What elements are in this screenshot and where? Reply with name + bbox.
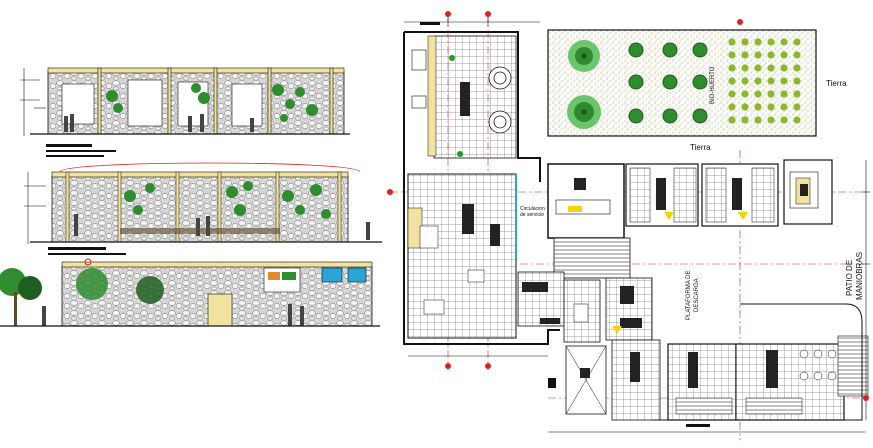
elevation-1-title-bars bbox=[46, 144, 116, 157]
seedling-plant bbox=[767, 116, 775, 124]
circulation-label-line1: Circulacion bbox=[520, 206, 545, 212]
seedling-plant bbox=[741, 77, 749, 85]
garden-shrubs bbox=[628, 42, 708, 124]
seedling-plant bbox=[728, 90, 736, 98]
tierra-label-right: Tierra bbox=[826, 79, 847, 88]
seedling-plant bbox=[741, 38, 749, 46]
central-room bbox=[547, 163, 625, 239]
tierra-label-bottom: Tierra bbox=[690, 143, 711, 152]
seedling-plant bbox=[793, 77, 801, 85]
seedling-plant bbox=[741, 90, 749, 98]
seedling-plant bbox=[793, 90, 801, 98]
garden-large-plants bbox=[567, 40, 601, 129]
seedling-plant bbox=[767, 64, 775, 72]
seedling-plant bbox=[767, 51, 775, 59]
seedling-plant bbox=[767, 90, 775, 98]
bio-huerto-garden: BIO-HUERTO Tierra Tierra bbox=[547, 29, 847, 152]
seedling-plant bbox=[728, 51, 736, 59]
seedling-plant bbox=[780, 103, 788, 111]
elevation-1 bbox=[20, 67, 350, 157]
elevation-2-vines bbox=[124, 181, 331, 219]
seedling-plant bbox=[780, 77, 788, 85]
seedling-plant bbox=[780, 116, 788, 124]
elevation-2 bbox=[24, 162, 382, 255]
kitchen-tiled-area bbox=[433, 35, 517, 159]
seedling-plant bbox=[741, 103, 749, 111]
floor-plan: Circulacion de servicio bbox=[387, 11, 870, 440]
bio-huerto-label: BIO-HUERTO bbox=[710, 66, 716, 104]
seedling-plant bbox=[741, 64, 749, 72]
elevation-3-door bbox=[207, 293, 233, 327]
seedling-plant bbox=[754, 103, 762, 111]
seedling-plant bbox=[780, 51, 788, 59]
plataforma-label-line2: DESCARGA bbox=[694, 278, 700, 312]
seedling-plant bbox=[728, 103, 736, 111]
seedling-plant bbox=[728, 64, 736, 72]
seedling-plant bbox=[754, 77, 762, 85]
elevation-1-figures bbox=[64, 114, 254, 132]
seedling-plant bbox=[741, 116, 749, 124]
seedling-plant bbox=[780, 38, 788, 46]
outer-walls bbox=[403, 31, 560, 345]
seedling-plant bbox=[728, 38, 736, 46]
seedling-plant bbox=[754, 116, 762, 124]
round-tables bbox=[488, 66, 512, 134]
seedling-plant bbox=[754, 64, 762, 72]
seedling-plant bbox=[754, 38, 762, 46]
seedling-plant bbox=[793, 116, 801, 124]
seedling-plant bbox=[793, 38, 801, 46]
seedling-plant bbox=[767, 77, 775, 85]
elevation-1-vines bbox=[106, 83, 318, 122]
elevation-1-openings bbox=[61, 79, 263, 127]
seedling-plant bbox=[793, 103, 801, 111]
elevation-3 bbox=[0, 258, 380, 327]
seedling-plant bbox=[793, 51, 801, 59]
seedling-plant bbox=[741, 51, 749, 59]
plataforma-label-line1: PLATAFORMA DE bbox=[686, 271, 692, 320]
patio-label-line1: PATIO DE bbox=[845, 260, 854, 296]
elevation-3-trees bbox=[0, 268, 164, 326]
seedling-plant bbox=[793, 64, 801, 72]
elevation-1-level-marks bbox=[20, 68, 46, 136]
seedling-plant bbox=[780, 90, 788, 98]
seedling-plant bbox=[767, 103, 775, 111]
seedling-plant bbox=[728, 116, 736, 124]
seedling-plant bbox=[754, 51, 762, 59]
seedling-plant bbox=[767, 38, 775, 46]
garden-seedlings bbox=[728, 38, 801, 124]
elevation-3-blue-sign bbox=[321, 267, 343, 283]
circulation-label-line2: de servicio bbox=[520, 212, 544, 218]
ramp-hatch bbox=[553, 237, 631, 279]
seedling-plant bbox=[728, 77, 736, 85]
seedling-plant bbox=[780, 64, 788, 72]
elevation-2-figures bbox=[74, 214, 370, 240]
seedling-plant bbox=[754, 90, 762, 98]
patio-label-line2: MANIOBRAS bbox=[855, 252, 864, 300]
